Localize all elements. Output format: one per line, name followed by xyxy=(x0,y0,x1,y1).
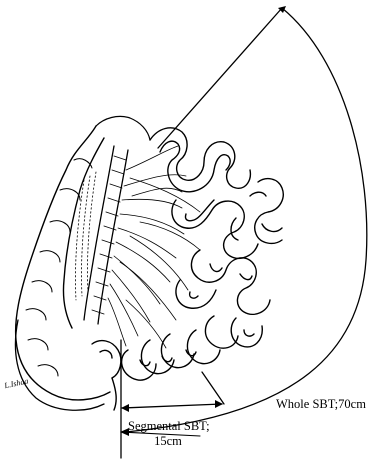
segmental-left-arrowhead xyxy=(121,404,129,412)
colon-haustra-top xyxy=(96,116,150,140)
segmental-sbt-label: Segmental SBT; 15cm xyxy=(128,419,208,449)
segmental-sbt-line xyxy=(122,404,222,408)
artist-signature: L.Ishaa xyxy=(3,376,30,390)
colon-haustra xyxy=(26,159,92,376)
mesentery-vessels xyxy=(108,146,200,348)
segmental-sbt-label-line2: 15cm xyxy=(128,434,208,449)
whole-sbt-label: Whole SBT;70cm xyxy=(276,397,366,412)
whole-sbt-pointer-line xyxy=(158,8,282,148)
signature-text: L.Ishaa xyxy=(3,376,30,390)
colon-stipple xyxy=(75,172,96,300)
colon-outline xyxy=(16,126,110,400)
mesentery-root-outline xyxy=(84,146,114,320)
segmental-right-bracket xyxy=(202,372,224,404)
whole-sbt-arc xyxy=(126,8,367,432)
colon xyxy=(15,116,150,410)
segmental-sbt-label-line1: Segmental SBT; xyxy=(128,419,208,434)
mesentery-root xyxy=(84,146,128,324)
